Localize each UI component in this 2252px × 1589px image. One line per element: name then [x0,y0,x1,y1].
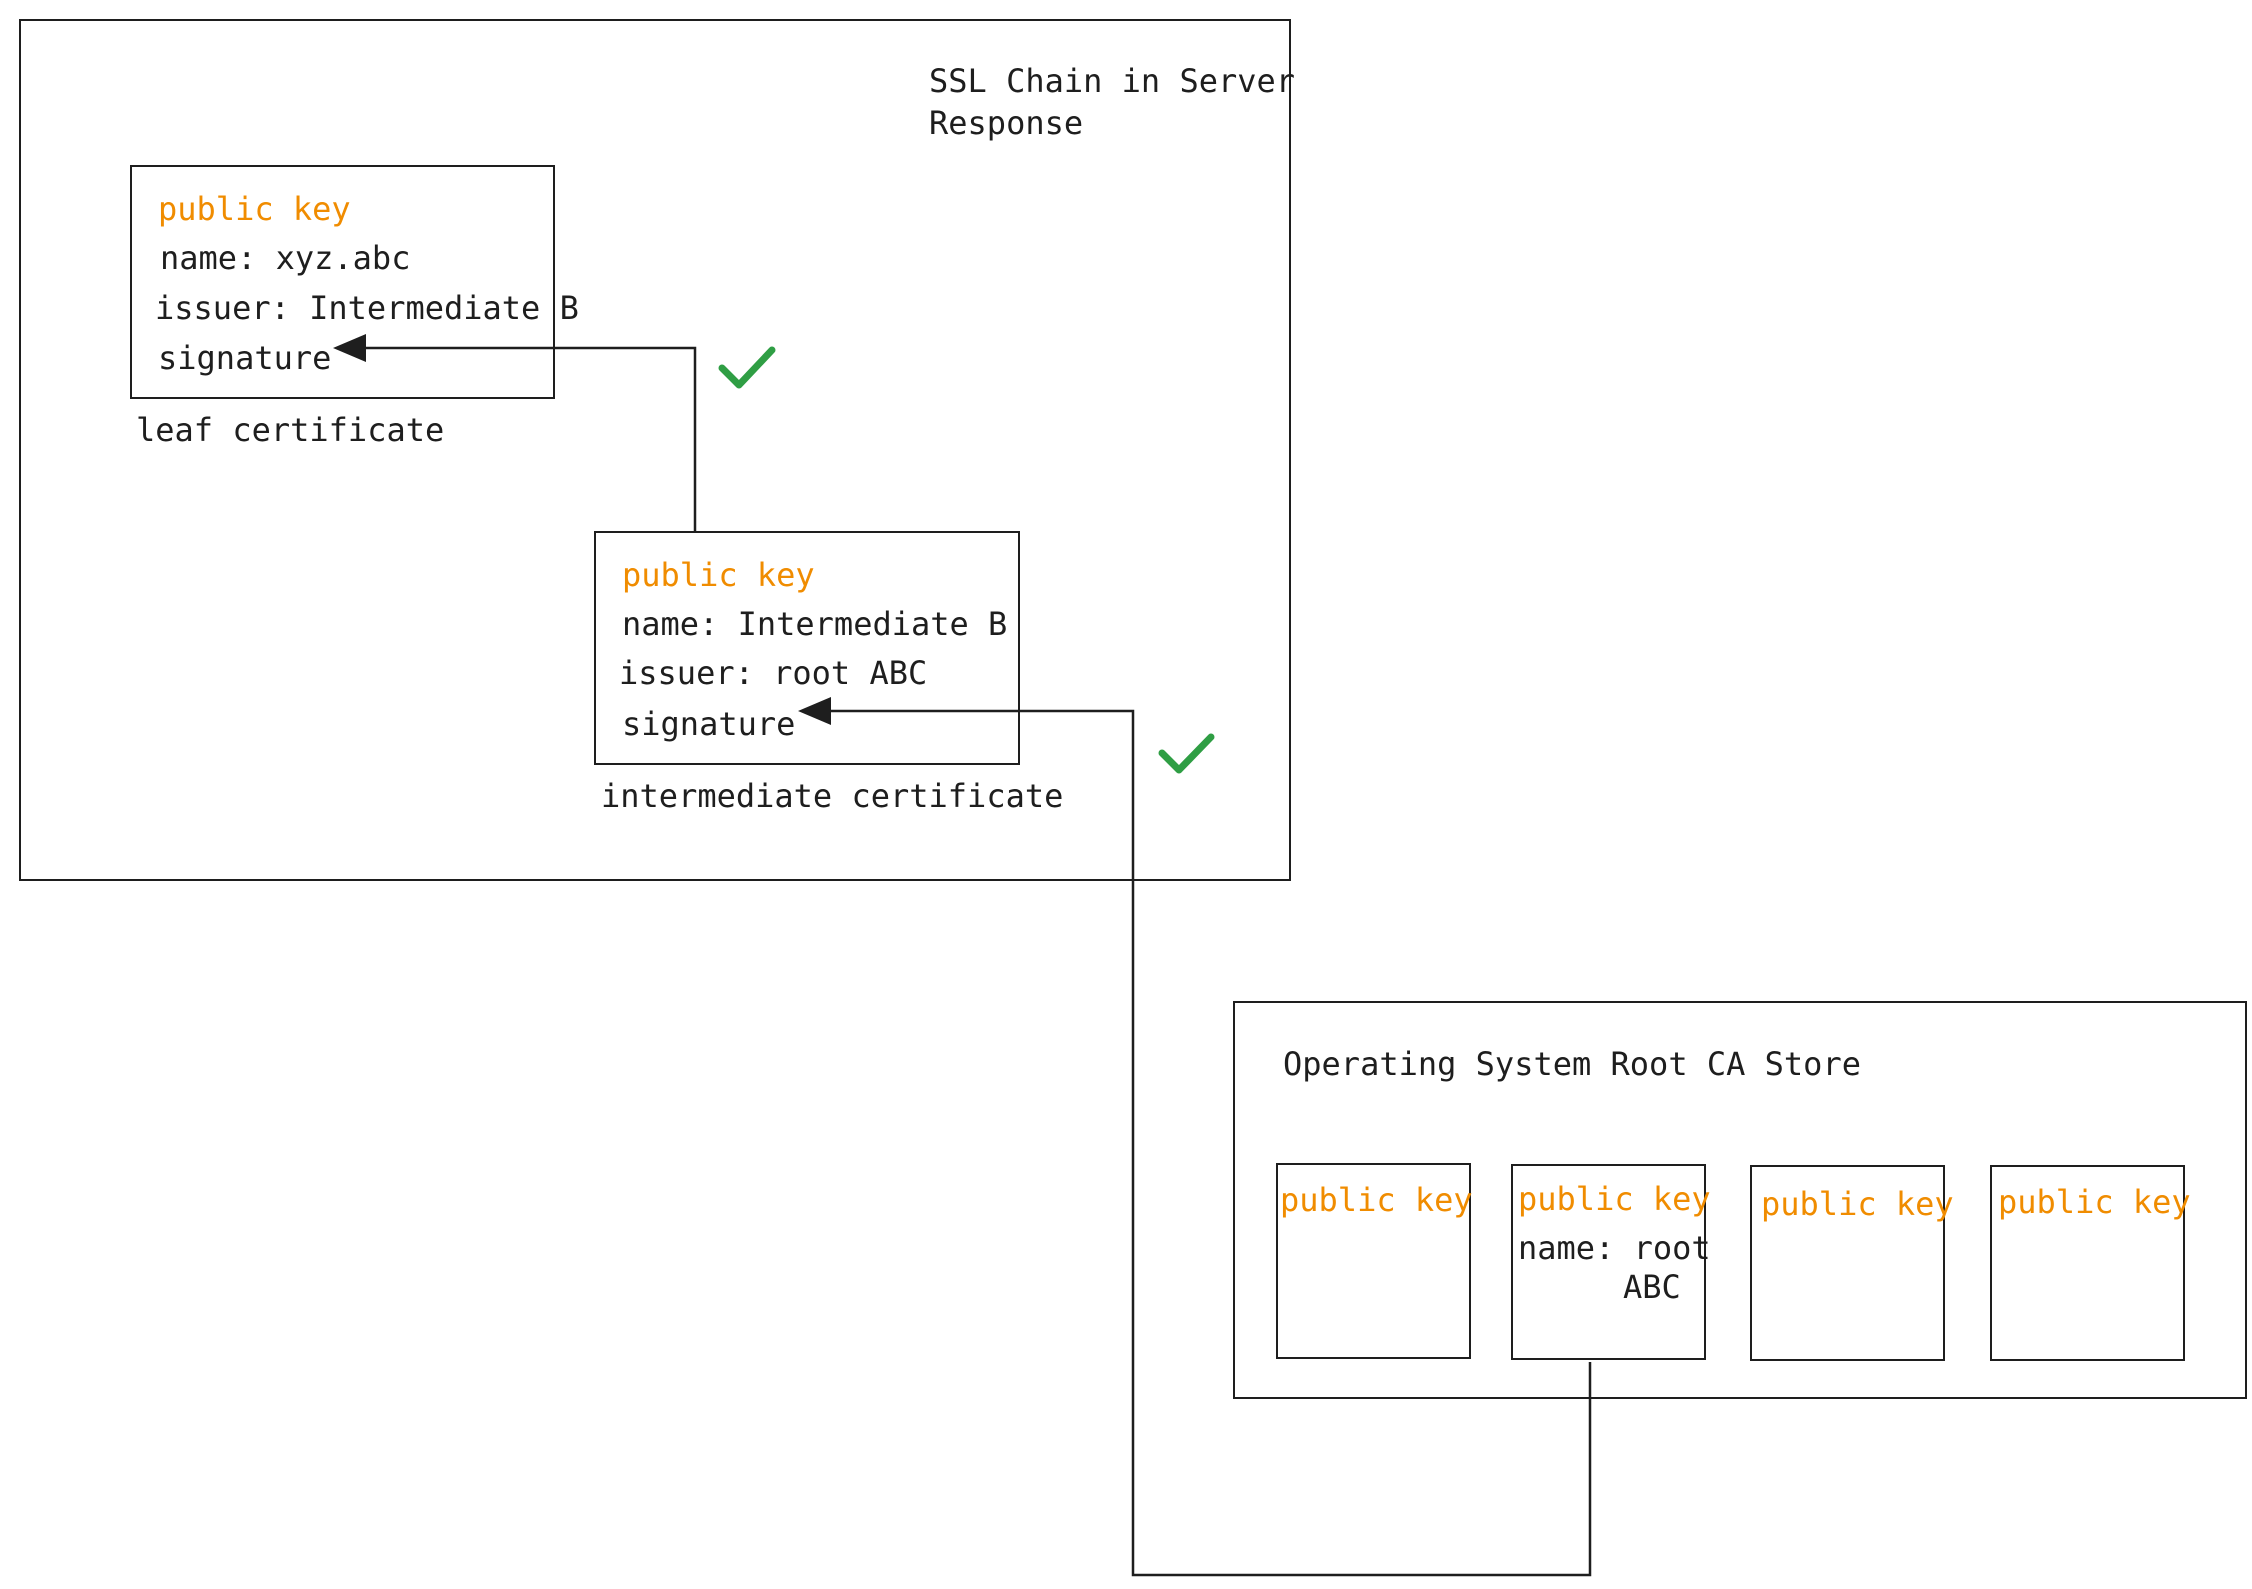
intermediate-issuer: issuer: root ABC [619,654,928,692]
ssl-chain-title-line2: Response [929,104,1084,142]
intermediate-signature: signature [622,705,796,743]
root-store-cert-2-name-line1: name: root [1518,1229,1711,1267]
intermediate-certificate-caption: intermediate certificate [601,777,1064,815]
leaf-certificate-caption: leaf certificate [136,411,445,449]
intermediate-name: name: Intermediate B [622,605,1008,643]
ssl-chain-title: SSL Chain in Server Response [929,60,1295,144]
ssl-chain-title-line1: SSL Chain in Server [929,62,1296,100]
leaf-certificate-box [130,165,555,399]
leaf-name: name: xyz.abc [160,239,411,277]
root-store-cert-2-public-key: public key [1518,1180,1711,1218]
root-store-cert-3 [1750,1165,1945,1361]
root-store-cert-2-name-line2: ABC [1623,1268,1681,1306]
root-ca-store-title: Operating System Root CA Store [1283,1045,1861,1083]
leaf-signature: signature [158,339,332,377]
leaf-public-key: public key [158,190,351,228]
intermediate-certificate-box [594,531,1020,765]
root-store-cert-1-public-key: public key [1280,1181,1473,1219]
root-store-cert-3-public-key: public key [1761,1185,1954,1223]
root-store-cert-4-public-key: public key [1998,1183,2191,1221]
leaf-issuer: issuer: Intermediate B [155,289,579,327]
root-store-cert-4 [1990,1165,2185,1361]
ssl-chain-frame [19,19,1291,881]
intermediate-public-key: public key [622,556,815,594]
